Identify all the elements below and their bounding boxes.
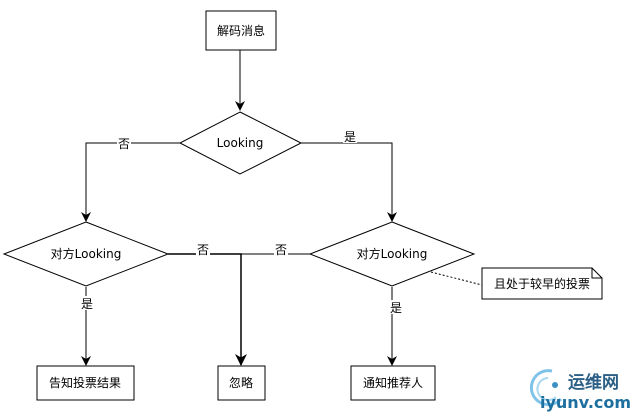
node-decode-message: 解码消息 bbox=[205, 10, 277, 51]
node-looking-label: Looking bbox=[217, 136, 264, 150]
edge-label-looking-no: 否 bbox=[118, 137, 130, 151]
node-decode-message-label: 解码消息 bbox=[217, 23, 265, 38]
watermark-url-text: iyunv.com bbox=[540, 393, 631, 412]
node-note-earlier-vote: 且处于较早的投票 bbox=[481, 267, 603, 300]
edge-peer-left-to-ignore bbox=[168, 253, 247, 366]
edge-looking-to-peer-left bbox=[81, 142, 180, 222]
edge-label-looking-yes: 是 bbox=[344, 130, 356, 144]
watermark-brand-text: 运维网 bbox=[568, 372, 619, 393]
node-peer-looking-right: 对方Looking bbox=[308, 221, 476, 287]
watermark-logo-icon bbox=[529, 369, 563, 407]
node-peer-looking-left: 对方Looking bbox=[2, 221, 170, 287]
edge-label-left-yes: 是 bbox=[81, 297, 93, 311]
node-notify-recommender: 通知推荐人 bbox=[350, 365, 436, 401]
edge-looking-to-peer-right bbox=[301, 142, 397, 222]
edge-label-right-no: 否 bbox=[275, 243, 287, 257]
watermark: 运维网 iyunv.com bbox=[529, 369, 631, 412]
node-looking-decision: Looking bbox=[178, 111, 303, 175]
node-notify-vote-result-label: 告知投票结果 bbox=[49, 375, 121, 390]
node-notify-recommender-label: 通知推荐人 bbox=[363, 376, 423, 390]
edge-label-right-yes: 是 bbox=[390, 301, 402, 315]
edge-label-left-no: 否 bbox=[197, 243, 209, 257]
node-peer-looking-left-label: 对方Looking bbox=[51, 246, 122, 261]
node-peer-looking-right-label: 对方Looking bbox=[357, 246, 428, 261]
note-connector bbox=[430, 271, 483, 286]
node-ignore-label: 忽略 bbox=[229, 375, 253, 390]
node-note-label: 且处于较早的投票 bbox=[494, 276, 590, 291]
node-notify-vote-result: 告知投票结果 bbox=[36, 365, 135, 401]
node-ignore: 忽略 bbox=[217, 365, 266, 401]
